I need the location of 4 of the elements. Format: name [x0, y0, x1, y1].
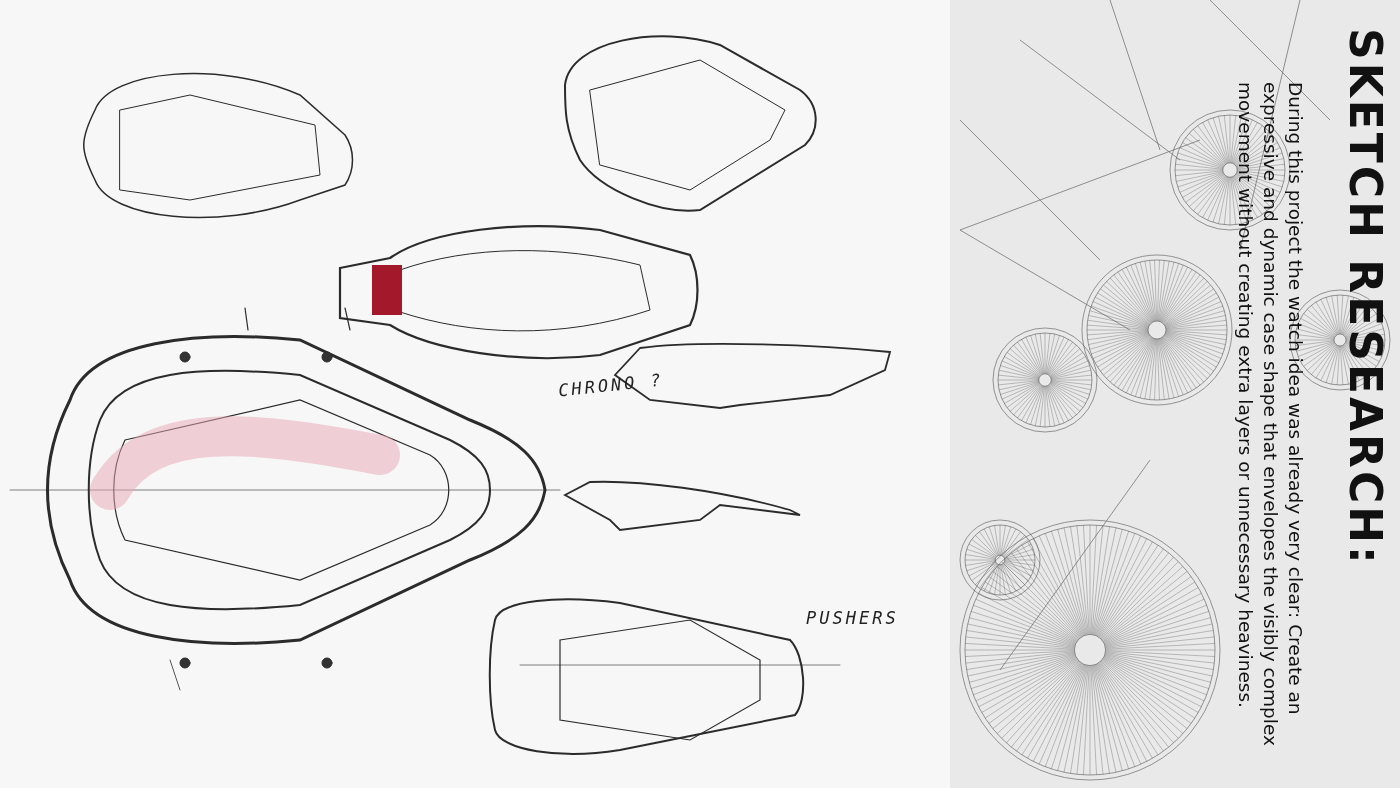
title: SKETCH RESEARCH: [1340, 28, 1390, 567]
handwritten-note: CHRONO ? [557, 369, 665, 401]
description-text: During this project the watch idea was already very clear: Create an expressive and dynamic case shape that envelopes the visibly complex movement without creating extra layers or unnecessary heaviness. [1234, 82, 1307, 748]
handwritten-note: PUSHERS [806, 608, 899, 628]
